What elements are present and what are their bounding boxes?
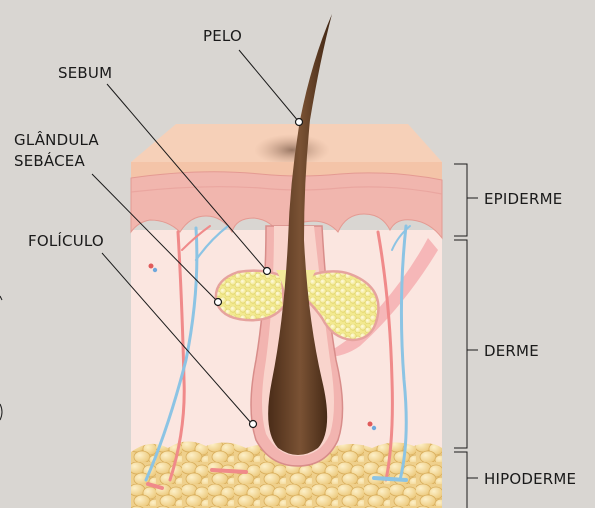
dot-sebum bbox=[264, 268, 271, 275]
label-follicle: FOLÍCULO bbox=[28, 231, 104, 250]
label-hair: PELO bbox=[203, 27, 242, 45]
label-dermis: DERME bbox=[484, 342, 539, 360]
label-gland-line1: GLÂNDULA bbox=[14, 130, 99, 149]
bracket-epidermis bbox=[454, 164, 478, 236]
cell-red-2 bbox=[368, 422, 373, 427]
dot-gland bbox=[215, 299, 222, 306]
fat-vessel-1 bbox=[212, 470, 246, 472]
edge-mark-1 bbox=[0, 296, 2, 300]
label-gland-line2: SEBÁCEA bbox=[14, 151, 85, 170]
label-sebum: SEBUM bbox=[58, 64, 112, 82]
fat-vessel-2 bbox=[374, 478, 406, 480]
dot-hair bbox=[296, 119, 303, 126]
label-hypodermis: HIPODERME bbox=[484, 470, 576, 488]
cell-blue-1 bbox=[153, 268, 157, 272]
leader-hair bbox=[239, 50, 299, 122]
bracket-hypodermis bbox=[454, 452, 478, 508]
layer-brackets bbox=[454, 164, 478, 508]
pore-shadow bbox=[254, 134, 330, 166]
bracket-dermis bbox=[454, 240, 478, 448]
dot-follicle bbox=[250, 421, 257, 428]
cell-blue-2 bbox=[372, 426, 376, 430]
gland-left-lobe bbox=[216, 271, 284, 321]
label-epidermis: EPIDERME bbox=[484, 190, 562, 208]
cell-red-1 bbox=[149, 264, 154, 269]
edge-mark-2 bbox=[0, 404, 2, 420]
